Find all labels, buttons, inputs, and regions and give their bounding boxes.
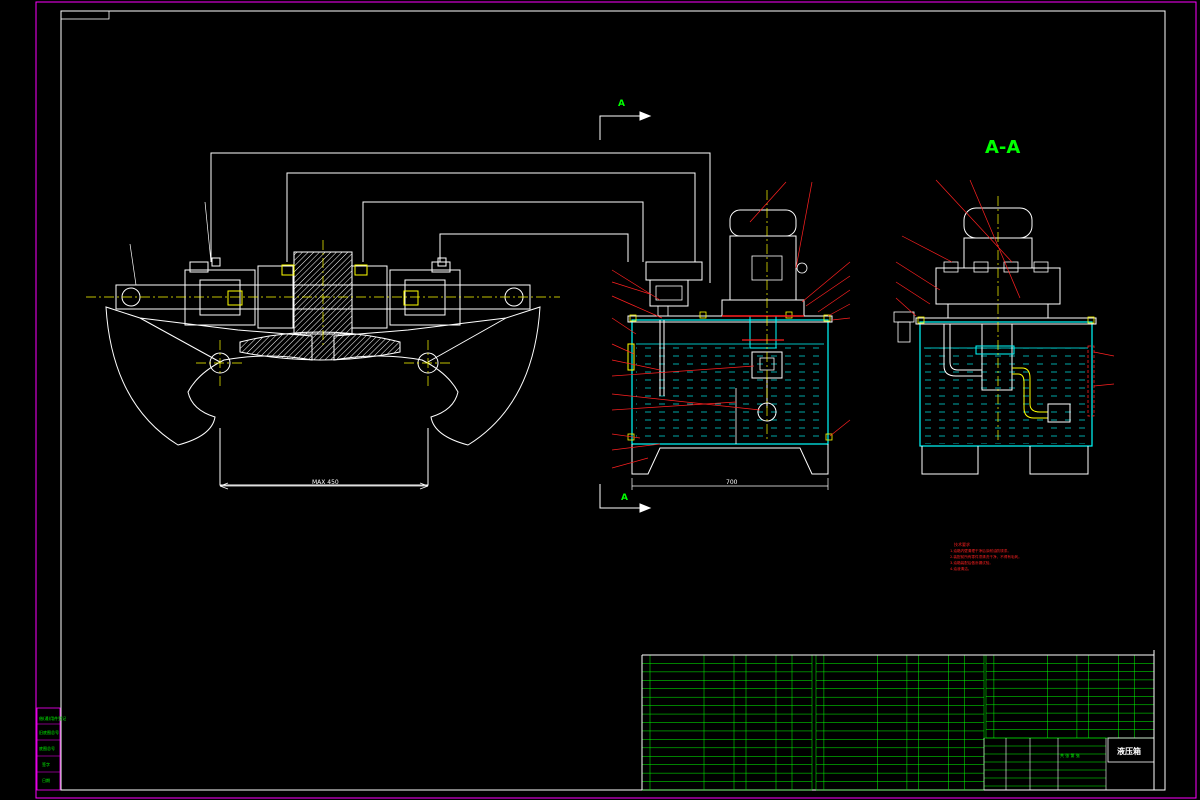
margin-text-4: 签字 [42,761,50,767]
section-oil-fill [924,348,1088,444]
section-arrow-upper [599,111,652,140]
clamp-nuts [227,264,419,306]
clamp-leaders [129,201,212,286]
tank-width-label: 700 [726,479,738,486]
margin-text-5: 日期 [42,777,50,783]
tank-front-leaders [611,181,851,469]
tank-front-view [627,209,833,475]
tank-oil-fill [636,344,824,442]
hydraulic-pipes [210,152,711,283]
outer-sheet-border [35,1,1197,799]
section-arrow-lower [599,484,652,513]
title-block: 液压箱 共 张 第 张 [1060,737,1155,763]
tank-width-dimension [631,478,829,490]
notes-line-1: 1.油箱内壁清理干净后涂耐油防锈漆。 [950,548,1011,553]
drawing-title: 液压箱 [1117,746,1141,756]
lower-hatched-web [239,331,401,361]
jaw-opening-dimension [219,482,429,490]
margin-text-2: 旧底图总号 [39,729,59,735]
tank-section-view [893,207,1097,475]
notes-line-2: 2.装配前所有零件须清洗干净，不得有毛刺。 [950,554,1022,559]
section-label-upper: A [618,99,625,109]
notes-line-4: 4.油液清洁。 [950,566,971,571]
technical-notes: 技术要求 1.油箱内壁清理干净后涂耐油防锈漆。 2.装配前所有零件须清洗干净，不… [950,541,1022,571]
margin-text-3: 底图总号 [39,745,55,751]
notes-line-3: 3.油箱装配后做渗漏试验。 [950,560,993,565]
sheet-note: 共 张 第 张 [1060,752,1080,758]
margin-text-1: 借(通)用件登记 [39,715,66,721]
drawing-number-box [60,10,110,20]
section-leaders [895,179,1115,387]
section-view-title: A-A [985,137,1020,158]
clamp-centerlines [86,240,560,386]
left-margin-block: 借(通)用件登记 旧底图总号 底图总号 签字 日期 [36,707,66,791]
section-label-lower: A [621,493,628,503]
notes-heading: 技术要求 [954,541,970,547]
jaw-opening-label: MAX 450 [312,479,339,486]
inner-drawing-frame [60,10,1166,791]
bill-of-materials [641,650,1155,791]
